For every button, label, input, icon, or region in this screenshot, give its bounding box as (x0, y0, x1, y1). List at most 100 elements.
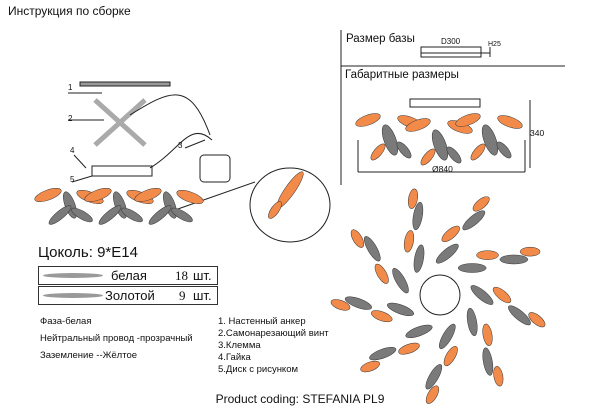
gray-leaf (387, 302, 415, 317)
orange-leaf (407, 188, 418, 209)
orange-leaf (370, 143, 386, 161)
shade-unit: шт. (193, 268, 212, 283)
orange-leaf (405, 118, 431, 132)
leaf-shade-icon (43, 273, 103, 278)
base-outline (420, 46, 482, 58)
gray-leaf (171, 207, 193, 223)
orange-leaf (441, 225, 460, 243)
gray-leaf (462, 210, 486, 231)
product-coding: Product coding: STEFANIA PL9 (215, 392, 385, 406)
terminal-block (199, 154, 231, 183)
gray-leaf (435, 243, 459, 264)
part-4: 4.Гайка (218, 352, 251, 363)
gray-leaf (425, 364, 443, 390)
socket-value: 9*E14 (97, 244, 138, 261)
overall-diameter: Ø840 (432, 164, 453, 174)
gray-leaf (499, 254, 529, 265)
gray-leaf (412, 201, 424, 231)
page-title: Инструкция по сборке (8, 4, 131, 18)
shade-row-gold: Золотой 9 шт. (38, 286, 218, 305)
wire (129, 94, 211, 136)
orange-leaf (34, 188, 62, 202)
base-diameter: D300 (441, 37, 461, 46)
base-height: H25 (488, 41, 501, 48)
orange-leaf (455, 113, 481, 127)
gray-leaf (121, 207, 143, 223)
wiring-neutral: Нейтральный провод -прозрачный (40, 333, 193, 344)
shade-unit: шт. (193, 288, 212, 303)
gray-leaf (508, 305, 531, 326)
shade-qty: 9 (179, 288, 186, 303)
orange-leaf (268, 201, 282, 219)
gray-leaf (405, 324, 433, 339)
gray-leaf (470, 285, 494, 305)
part-5: 5.Диск с рисунком (218, 364, 299, 375)
leaf-shade-icon (43, 293, 103, 298)
side-base (409, 98, 481, 108)
gray-leaf (396, 141, 412, 159)
shade-qty: 18 (175, 268, 188, 283)
orange-leaf (84, 188, 112, 202)
orange-leaf (443, 346, 458, 367)
orange-leaf (497, 115, 523, 129)
callout-3: 3 (178, 141, 183, 150)
part-2: 2.Самонарезающий винт (218, 328, 329, 339)
socket-line: Цоколь: 9*E14 (38, 244, 138, 261)
socket-label: Цоколь: (38, 244, 93, 261)
orange-leaf (493, 366, 504, 387)
shade-row-white: белая 18 шт. (38, 266, 218, 285)
gray-leaf (71, 207, 93, 223)
orange-leaf (472, 196, 490, 212)
wiring-phase: Фаза-белая (40, 316, 92, 327)
orange-leaf (482, 323, 493, 346)
gray-leaf (48, 205, 72, 225)
orange-leaf (355, 113, 381, 127)
orange-leaf (360, 360, 380, 373)
orange-leaf (350, 229, 365, 248)
gray-leaf (481, 124, 499, 156)
shade-color: Золотой (105, 288, 155, 303)
mounting-bar (79, 81, 171, 87)
callout-4: 4 (70, 146, 75, 155)
callout-5: 5 (70, 175, 75, 184)
orange-leaf (374, 263, 389, 284)
orange-leaf (528, 312, 546, 328)
top-base (419, 274, 461, 316)
base-size-label: Размер базы (346, 33, 415, 45)
gray-leaf (446, 146, 462, 164)
gray-leaf (381, 124, 399, 156)
callout-1: 1 (68, 83, 73, 92)
orange-leaf (470, 143, 486, 161)
wiring-ground: Заземление --Жёлтое (40, 350, 138, 361)
gray-leaf (98, 205, 122, 225)
overall-height: 340 (530, 128, 545, 138)
callout-2: 2 (68, 114, 73, 123)
orange-leaf (492, 286, 512, 304)
gray-leaf (466, 307, 478, 337)
gray-leaf (392, 268, 409, 294)
shade-color: белая (111, 268, 147, 283)
orange-leaf (476, 250, 499, 260)
gray-leaf (148, 205, 172, 225)
part-1: 1. Настенный анкер (218, 316, 306, 327)
orange-leaf (330, 299, 351, 311)
orange-leaf (403, 230, 415, 253)
orange-leaf (425, 385, 440, 404)
gray-leaf (364, 236, 381, 262)
gray-leaf (439, 323, 456, 349)
overall-size-label: Габаритные размеры (345, 69, 459, 81)
detail-circle (249, 167, 331, 243)
gray-leaf (482, 347, 494, 376)
gray-leaf (413, 244, 425, 273)
orange-leaf (420, 148, 436, 166)
orange-leaf (371, 310, 393, 323)
orange-leaf (134, 188, 162, 202)
orange-leaf (519, 246, 541, 257)
part-3: 3.Клемма (218, 340, 261, 351)
gray-leaf (457, 263, 487, 273)
gray-leaf (344, 296, 372, 310)
gray-leaf (496, 141, 512, 159)
gray-leaf (369, 347, 397, 361)
